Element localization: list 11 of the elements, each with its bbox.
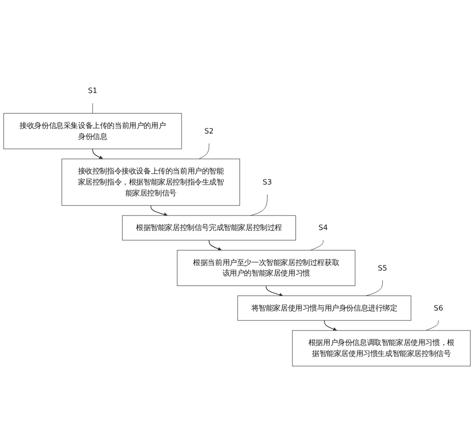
connector	[92, 103, 93, 114]
connector	[250, 194, 268, 216]
arrow	[208, 240, 222, 251]
connector	[365, 280, 383, 296]
arrow	[92, 148, 104, 160]
arrow	[324, 320, 338, 332]
arrow	[150, 205, 168, 217]
connector	[426, 320, 439, 331]
connector	[198, 143, 210, 160]
arrow	[266, 286, 284, 297]
connector	[310, 240, 324, 251]
